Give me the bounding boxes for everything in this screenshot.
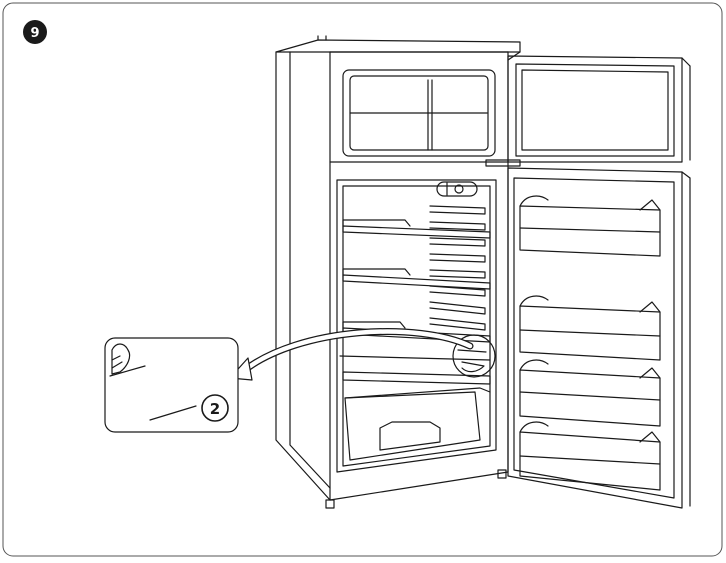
- cabinet-left-side: [275, 51, 331, 501]
- highlight-circle: [452, 334, 496, 378]
- light-housing: [436, 181, 478, 197]
- refrigerator-door: [507, 167, 683, 509]
- callout-number-circle: [201, 394, 229, 422]
- callout-box: [104, 337, 239, 433]
- crisper-drawer: [344, 391, 481, 461]
- door-bin-2: [519, 295, 661, 361]
- freezer-compartment: [342, 69, 496, 157]
- cabinet-top: [275, 39, 521, 53]
- callout-number: 2: [210, 400, 220, 418]
- crisper-handle: [379, 421, 441, 451]
- foot-left: [325, 499, 335, 509]
- fridge-cabinet: [275, 35, 521, 509]
- step-badge: 9: [23, 20, 47, 44]
- door-bin-3: [519, 359, 661, 427]
- fridge-door: [507, 55, 691, 509]
- shelf-2: [342, 274, 491, 290]
- freezer-door: [507, 55, 683, 163]
- door-bin-1: [519, 195, 661, 257]
- detail-callout: [104, 337, 239, 433]
- crisper-cover: [342, 371, 491, 385]
- figure-frame: [2, 2, 723, 557]
- shelf-1: [342, 225, 491, 239]
- fridge-interior: [336, 179, 497, 473]
- foot-right: [497, 469, 507, 479]
- step-number: 9: [30, 26, 39, 41]
- door-bin-4: [519, 421, 661, 491]
- detail-highlight: [452, 334, 496, 378]
- shelf-rails: [429, 205, 486, 331]
- step-badge-circle: [23, 20, 47, 44]
